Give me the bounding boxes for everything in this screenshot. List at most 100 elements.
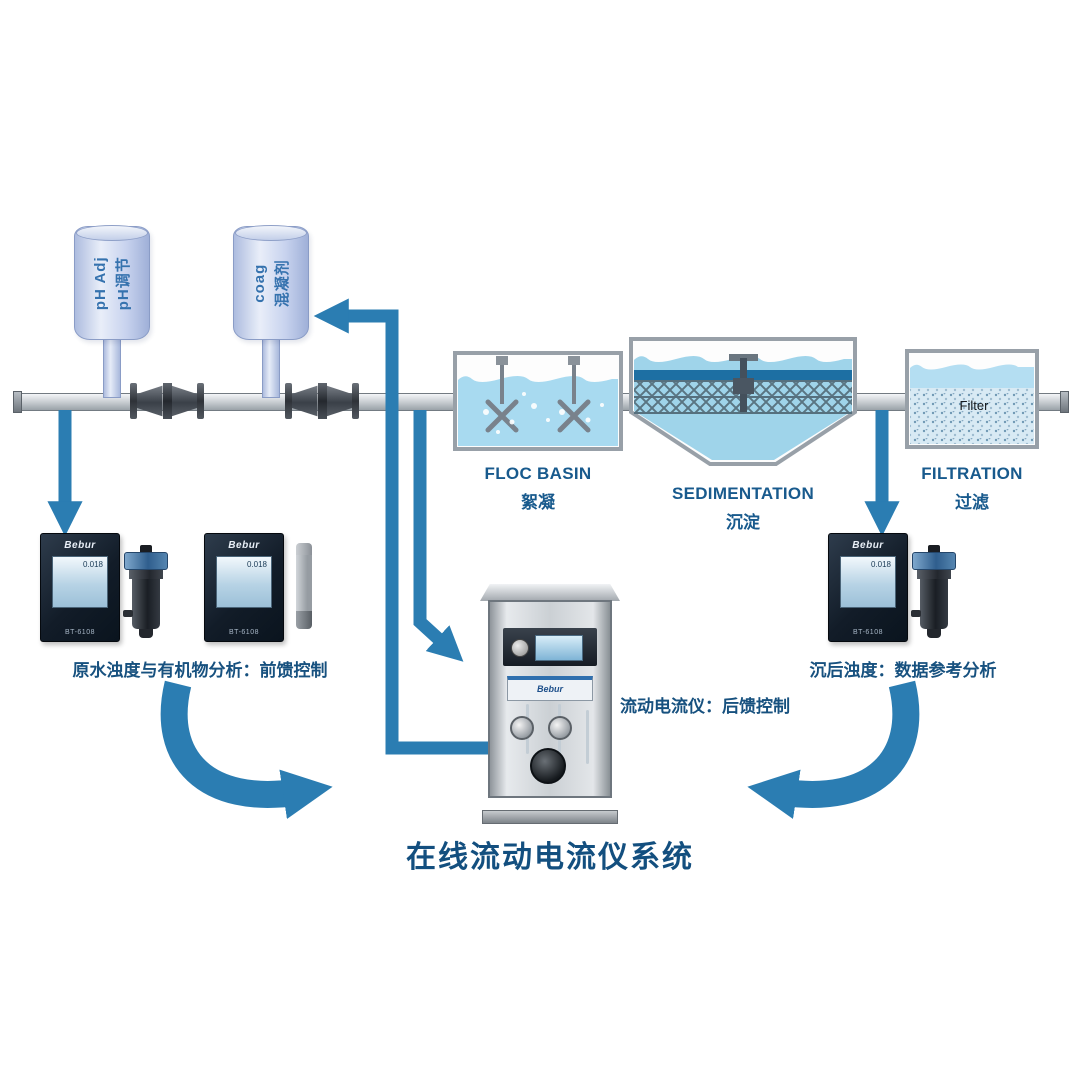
coag-tank-body: coag 混凝剂	[233, 225, 309, 340]
valve-center	[162, 383, 172, 419]
ph-tank-label-en: pH Adj	[91, 256, 109, 310]
sca-cabinet: Bebur	[480, 584, 620, 824]
organics-probe	[296, 543, 312, 629]
valve-cone	[326, 385, 352, 417]
valve-flange	[130, 383, 137, 419]
filter-inner-label: Filter	[960, 398, 990, 413]
ph-tank-lid	[76, 225, 148, 241]
controller-screen: 0.018	[216, 556, 272, 608]
dosing-pump-right	[548, 716, 572, 740]
sedimentation-unit	[629, 337, 857, 466]
ph-tank-label-zh: pH调节	[115, 256, 132, 310]
screen-value: 0.018	[82, 560, 103, 569]
ph-dosing-tank: pH Adj pH调节	[74, 225, 150, 398]
cabinet-base	[482, 810, 618, 824]
floc-basin-water	[458, 376, 618, 446]
ph-tank-label: pH Adj pH调节	[75, 227, 149, 339]
sedimentation-label-zh: 沉淀	[726, 513, 760, 532]
floc-basin-label: FLOC BASIN 絮凝	[452, 464, 624, 513]
sca-controller-unit	[503, 628, 597, 666]
valve-cone	[171, 385, 197, 417]
sensor-knob	[928, 545, 940, 552]
bubbles-icon	[483, 392, 604, 434]
right-group-caption: 沉后浊度：数据参考分析	[809, 661, 997, 680]
valve-cone	[292, 385, 318, 417]
sensor-cap	[912, 552, 956, 570]
raw-turbidity-controller: Bebur 0.018 BT-6108	[40, 533, 120, 642]
screen-value: 0.018	[870, 560, 891, 569]
valve-center	[317, 383, 327, 419]
scraper-mechanism-icon	[729, 354, 758, 412]
controller-dial	[511, 639, 529, 657]
valve-flange	[285, 383, 292, 419]
sensor-body	[911, 579, 948, 629]
left-curved-arrow	[160, 680, 333, 819]
floc-basin-label-zh: 絮凝	[521, 493, 555, 512]
sedimentation-label: SEDIMENTATION 沉淀	[628, 484, 858, 533]
cabinet-crown	[480, 584, 620, 601]
system-title: 在线流动电流仪系统	[406, 841, 694, 874]
floc-basin-label-en: FLOC BASIN	[484, 464, 592, 483]
sensor-body	[123, 579, 160, 629]
sca-analyzer-module: Bebur	[507, 676, 593, 701]
sca-caption: 流动电流仪：后馈控制	[620, 697, 790, 716]
sensor-knob	[140, 545, 152, 552]
controller-model: BT-6108	[65, 629, 95, 636]
sensor-nozzle	[123, 610, 133, 617]
coagulant-dosing-tank: coag 混凝剂	[233, 225, 309, 398]
coag-tank-lid	[235, 225, 307, 241]
valve-cone	[137, 385, 163, 417]
coag-tank-outlet	[262, 336, 280, 398]
filtration-label: FILTRATION 过滤	[904, 464, 1040, 513]
sca-controller-screen	[535, 635, 583, 661]
brand-logo: Bebur	[852, 540, 884, 551]
brand-logo: Bebur	[228, 540, 260, 551]
sensor-neck	[129, 570, 163, 579]
probe-body	[296, 555, 312, 611]
sensor-tip	[927, 629, 941, 638]
brand-logo: Bebur	[536, 684, 563, 694]
coag-tank-label-zh: 混凝剂	[273, 258, 291, 308]
dosing-mixer-valve-1	[130, 383, 204, 419]
sensor-neck	[917, 570, 951, 579]
sedimentation-label-en: SEDIMENTATION	[671, 484, 815, 503]
ph-tank-body: pH Adj pH调节	[74, 225, 150, 340]
mixer-icon	[557, 356, 591, 433]
filter-media-grains	[910, 388, 1034, 444]
filter-water	[910, 364, 1034, 388]
brand-logo: Bebur	[64, 540, 96, 551]
ph-tank-outlet	[103, 336, 121, 398]
sensor-tip	[139, 629, 153, 638]
filtration-label-en: FILTRATION	[921, 464, 1023, 483]
pipe-end-cap-left	[13, 391, 22, 413]
sensor-nozzle	[911, 610, 921, 617]
pipe-end-cap-right	[1060, 391, 1069, 413]
controller-screen: 0.018	[52, 556, 108, 608]
filtration-label-zh: 过滤	[955, 493, 989, 512]
mixer-icon	[485, 356, 519, 433]
floc-basin-unit	[453, 351, 623, 451]
organics-analyzer-controller: Bebur 0.018 BT-6108	[204, 533, 284, 642]
dosing-mixer-valve-2	[285, 383, 359, 419]
settled-turbidity-controller: Bebur 0.018 BT-6108	[828, 533, 908, 642]
settled-turbidity-sensor	[911, 545, 956, 641]
raw-turbidity-sensor	[123, 545, 168, 641]
tubing	[586, 710, 589, 764]
valve-flange	[197, 383, 204, 419]
sample-cell	[530, 748, 566, 784]
filtration-unit: Filter	[905, 349, 1039, 449]
right-curved-arrow	[747, 680, 920, 819]
feedback-line-to-coag-arrow	[313, 298, 520, 755]
coag-tank-label-en: coag	[250, 263, 268, 303]
sensor-cap	[124, 552, 168, 570]
controller-screen: 0.018	[840, 556, 896, 608]
valve-flange	[352, 383, 359, 419]
probe-head	[296, 543, 312, 555]
screen-value: 0.018	[246, 560, 267, 569]
cabinet-body: Bebur	[488, 600, 612, 798]
controller-model: BT-6108	[853, 629, 883, 636]
left-group-caption: 原水浊度与有机物分析：前馈控制	[72, 661, 328, 680]
probe-tip	[296, 611, 312, 629]
